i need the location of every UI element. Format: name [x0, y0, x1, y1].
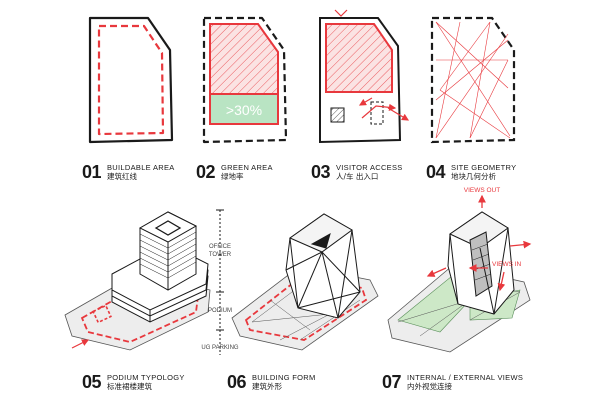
step-label-en: INTERNAL / EXTERNAL VIEWS: [407, 373, 524, 382]
geometry-lines: [435, 21, 511, 139]
view-arrows: [426, 194, 532, 292]
step-number: 01: [82, 162, 102, 182]
access-arrow: [361, 103, 397, 119]
step-number: 06: [227, 372, 247, 392]
panel-05-podium-typology: OFFICE TOWER PODIUM UG PARKING: [64, 209, 239, 355]
panel-06-building-form: [231, 213, 379, 351]
office-label-1: OFFICE: [209, 244, 231, 250]
step-label-en: BUILDABLE AREA: [107, 163, 175, 172]
step-label-zh: 标准裙楼建筑: [107, 382, 152, 391]
step-label-zh: 地块几何分析: [451, 172, 496, 181]
views-in-label: VIEWS IN: [492, 261, 522, 268]
panel-07-internal-external-views: VIEWS OUT VIEWS IN: [387, 187, 532, 353]
step-label-zh: 内外视觉连接: [407, 382, 452, 391]
buildable-line: [97, 24, 165, 136]
step-number: 07: [382, 372, 402, 392]
step-label-en: VISITOR ACCESS: [336, 163, 403, 172]
step-number: 05: [82, 372, 102, 392]
green-percent-label: >30%: [226, 102, 262, 118]
step-label-en: SITE GEOMETRY: [451, 163, 517, 172]
access-arrow: [387, 107, 410, 121]
step-number: 04: [426, 162, 446, 182]
site-boundary: [430, 16, 516, 144]
ug-parking-label: UG PARKING: [201, 345, 239, 351]
step-number: 03: [311, 162, 331, 182]
dashed-entrance: [370, 101, 384, 125]
step-label-zh: 人/车 出入口: [336, 172, 379, 181]
office-tower: [138, 211, 198, 291]
red-buildable-dashed: [244, 275, 368, 341]
step-label-zh: 绿地率: [221, 172, 244, 181]
faceted-tower: [285, 213, 361, 319]
step-label-zh: 建筑红线: [107, 172, 137, 181]
hatched-building-zone: [209, 23, 279, 95]
views-out-label: VIEWS OUT: [464, 187, 501, 194]
entry-marker: [334, 9, 348, 17]
panel-04-site-geometry: [430, 16, 516, 144]
site-boundary: [88, 16, 174, 144]
step-label-en: PODIUM TYPOLOGY: [107, 373, 185, 382]
site-boundary: [319, 17, 402, 144]
site-boundary: [202, 16, 288, 144]
faceted-tower: [447, 211, 515, 315]
step-label-en: BUILDING FORM: [252, 373, 316, 382]
podium-label: PODIUM: [208, 308, 232, 314]
access-arrow: [358, 97, 373, 106]
step-label-zh: 建筑外形: [252, 382, 282, 391]
panel-02-green-area: >30%: [202, 16, 288, 144]
entry-arrow: [71, 339, 90, 349]
green-zone: [209, 93, 279, 125]
panel-01-buildable-area: [88, 16, 174, 144]
step-number: 02: [196, 162, 216, 182]
entrance-block: [330, 107, 345, 123]
hatched-building-zone: [325, 23, 393, 93]
step-label-en: GREEN AREA: [221, 163, 273, 172]
panel-03-visitor-access: [319, 9, 410, 144]
dashed-access-box: [92, 304, 112, 324]
office-label-2: TOWER: [209, 252, 232, 258]
